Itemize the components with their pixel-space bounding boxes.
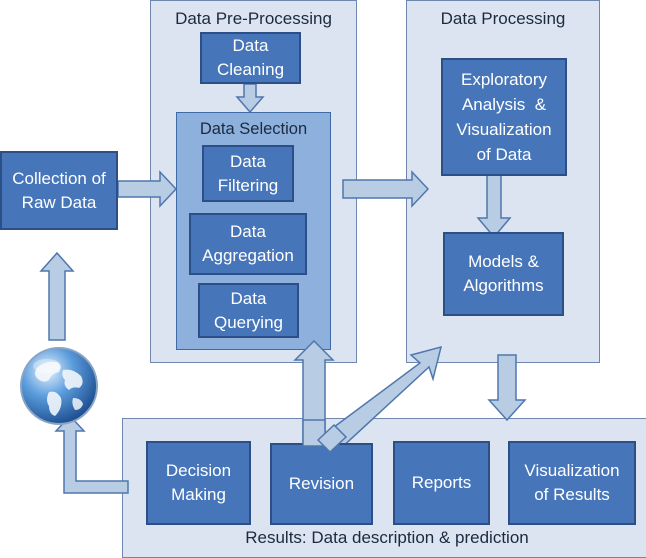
data-aggregation-box: Data Aggregation: [189, 213, 307, 275]
data-filtering-box: Data Filtering: [202, 145, 294, 202]
exploratory-analysis-box: Exploratory Analysis & Visualization of …: [441, 58, 567, 176]
selection-title: Data Selection: [199, 120, 308, 138]
arrow-results-to-globe: [54, 414, 129, 494]
preprocessing-title: Data Pre-Processing: [175, 9, 332, 28]
filtering-line2: Filtering: [217, 175, 279, 195]
aggregation-line2: Aggregation: [202, 246, 294, 265]
reports-box: Reports: [393, 441, 490, 525]
arrow-cleaning-to-selection: [235, 83, 265, 114]
exploratory-line3: Visualization: [456, 120, 552, 139]
filtering-line1: Data: [230, 151, 266, 171]
data-cleaning-box: Data Cleaning: [200, 32, 301, 84]
arrow-collection-to-selection: [117, 170, 178, 208]
revision-box: Revision: [270, 443, 373, 525]
collection-line2: Raw Data: [21, 192, 97, 212]
cleaning-line2: Cleaning: [216, 60, 285, 79]
globe-icon: [20, 347, 98, 425]
exploratory-line2: Analysis &: [461, 95, 547, 114]
decision-line2: Making: [171, 485, 226, 504]
arrow-processing-to-results: [487, 354, 527, 422]
collection-raw-data-box: Collection of Raw Data: [0, 151, 118, 230]
models-algorithms-box: Models & Algorithms: [443, 232, 564, 316]
querying-line2: Querying: [214, 312, 283, 332]
decision-making-box: Decision Making: [146, 441, 251, 525]
arrow-globe-to-collection: [39, 251, 75, 341]
querying-line1: Data: [230, 288, 267, 308]
processing-title: Data Processing: [440, 9, 566, 28]
data-querying-box: Data Querying: [198, 283, 299, 338]
arrow-preprocessing-to-processing: [342, 170, 430, 208]
cleaning-line1: Data: [232, 36, 269, 55]
collection-line1: Collection of: [12, 168, 106, 188]
visualization-results-line1: Visualization: [524, 461, 620, 480]
reports-line1: Reports: [411, 473, 472, 492]
visualization-results-box: Visualization of Results: [508, 441, 636, 525]
models-line2: Algorithms: [463, 276, 544, 295]
exploratory-line1: Exploratory: [461, 70, 547, 89]
decision-line1: Decision: [165, 461, 232, 480]
visualization-results-line2: of Results: [534, 485, 610, 504]
results-title: Results: Data description & prediction: [245, 528, 529, 547]
arrow-exploratory-to-models: [476, 174, 512, 239]
models-line1: Models &: [468, 252, 539, 271]
aggregation-line1: Data: [230, 222, 266, 241]
arrow-revision-to-selection: [293, 339, 335, 445]
revision-line1: Revision: [288, 474, 355, 493]
exploratory-line4: of Data: [476, 145, 532, 164]
arrow-revision-to-processing: [324, 345, 443, 451]
